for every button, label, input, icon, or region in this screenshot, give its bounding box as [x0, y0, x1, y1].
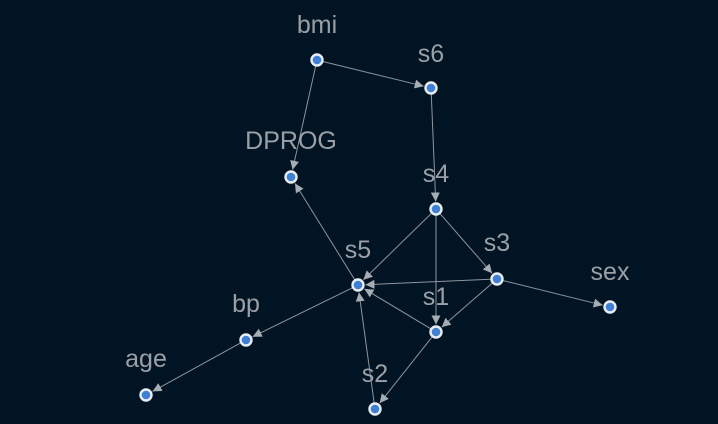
node-label-s3: s3	[484, 229, 510, 257]
edge-s5-to-bp	[252, 287, 353, 338]
edge-bp-to-age	[152, 342, 241, 392]
edge-s1-to-s5	[364, 288, 431, 330]
node-bp[interactable]: bp	[232, 290, 260, 347]
node-dot-DPROG[interactable]	[284, 170, 298, 184]
edge-s3-to-s5	[365, 278, 491, 289]
node-label-s1: s1	[423, 283, 449, 311]
node-s2[interactable]: s2	[362, 360, 388, 416]
node-DPROG[interactable]: DPROG	[245, 127, 337, 184]
edges-layer	[152, 61, 603, 404]
node-label-bp: bp	[232, 290, 260, 318]
node-s1[interactable]: s1	[423, 283, 449, 339]
node-dot-s6[interactable]	[424, 81, 438, 95]
edge-bmi-to-DPROG	[290, 66, 317, 170]
edge-s3-to-sex	[503, 280, 603, 308]
edge-s6-to-s4	[430, 94, 440, 202]
node-s5[interactable]: s5	[345, 236, 371, 292]
node-dot-sex[interactable]	[603, 300, 617, 314]
edge-s1-to-s2	[379, 336, 433, 404]
node-label-s5: s5	[345, 236, 371, 264]
node-label-DPROG: DPROG	[245, 127, 337, 155]
node-dot-s2[interactable]	[368, 402, 382, 416]
node-sex[interactable]: sex	[591, 258, 630, 314]
node-label-s6: s6	[418, 40, 444, 68]
node-dot-s5[interactable]	[351, 278, 365, 292]
node-label-s4: s4	[423, 160, 450, 188]
node-bmi[interactable]: bmi	[297, 11, 337, 67]
node-s6[interactable]: s6	[418, 40, 444, 95]
edge-s4-to-s3	[439, 213, 493, 274]
node-dot-s1[interactable]	[429, 325, 443, 339]
edge-s3-to-s1	[441, 282, 493, 328]
node-label-age: age	[125, 345, 167, 373]
node-s4[interactable]: s4	[423, 160, 450, 216]
edge-s5-to-DPROG	[294, 183, 356, 280]
node-dot-bmi[interactable]	[310, 53, 324, 67]
node-label-bmi: bmi	[297, 11, 337, 39]
node-s3[interactable]: s3	[484, 229, 510, 286]
node-label-s2: s2	[362, 360, 388, 388]
edge-s4-to-s5	[363, 213, 432, 281]
edge-bmi-to-s6	[323, 61, 424, 89]
node-dot-s3[interactable]	[490, 272, 504, 286]
node-dot-bp[interactable]	[239, 333, 253, 347]
node-label-sex: sex	[591, 258, 630, 286]
node-dot-age[interactable]	[139, 388, 153, 402]
edge-s2-to-s5	[355, 292, 375, 403]
node-dot-s4[interactable]	[429, 202, 443, 216]
node-age[interactable]: age	[125, 345, 167, 402]
